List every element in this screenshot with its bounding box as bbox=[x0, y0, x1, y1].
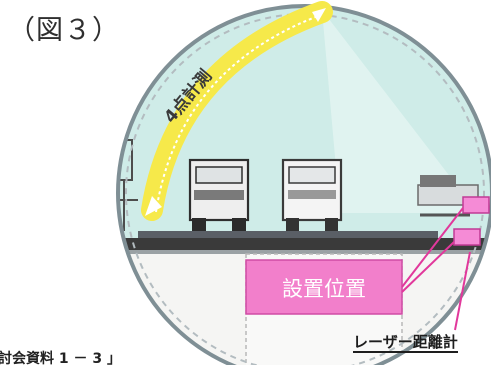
arrow-head-top-icon bbox=[312, 8, 326, 22]
laser-device-upper bbox=[462, 196, 490, 214]
tunnel-lining-inner bbox=[125, 13, 485, 365]
source-note: 検討会資料 1 － 3 」 bbox=[0, 351, 121, 367]
road-surface bbox=[138, 231, 438, 238]
tunnel-lining-outer bbox=[116, 4, 491, 365]
install-position-label: 設置位置 bbox=[282, 277, 366, 301]
truck-left bbox=[188, 158, 250, 231]
truck-right bbox=[281, 158, 343, 231]
arrow-head-bottom-icon bbox=[145, 196, 162, 216]
connector-upper bbox=[401, 207, 464, 288]
measurement-arrow-line bbox=[155, 15, 319, 213]
laser-leader-line bbox=[454, 251, 471, 331]
figure-label: （図３） bbox=[8, 15, 120, 46]
right-side-vehicle bbox=[420, 175, 456, 187]
laser-beam-wedge bbox=[322, 10, 478, 213]
laser-rangefinder-label: レーザー距離計 bbox=[353, 333, 458, 353]
install-position-box bbox=[245, 259, 403, 315]
laser-device-lower bbox=[453, 228, 481, 246]
measurement-arrow-band bbox=[141, 1, 333, 221]
road-edge bbox=[118, 250, 491, 254]
road-deck bbox=[118, 238, 491, 250]
connector-lower bbox=[401, 241, 455, 293]
